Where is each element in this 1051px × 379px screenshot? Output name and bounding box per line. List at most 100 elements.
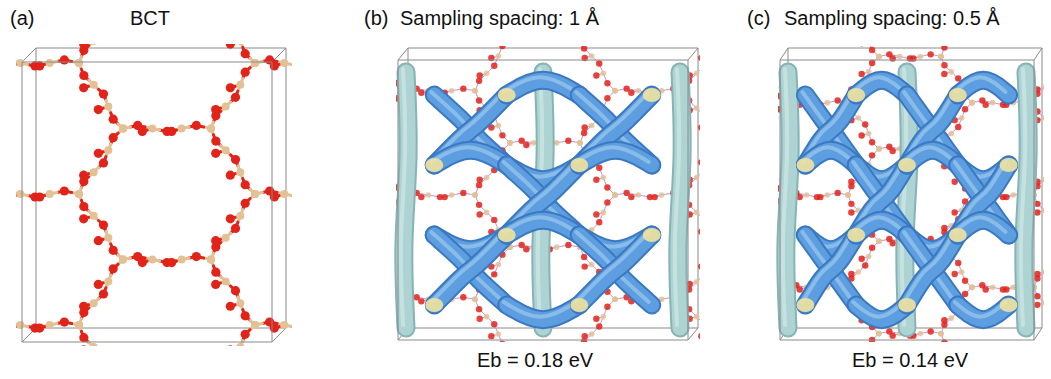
atom [484,175,490,181]
atom [472,88,478,94]
atom [418,298,424,304]
atom [496,123,502,129]
atom [796,286,802,292]
atom [523,246,529,252]
diffusion-tube-highlight [576,232,649,302]
diffusion-tube [907,235,958,305]
junction-region [847,228,865,242]
atom [79,83,88,92]
crystal-panel [52,0,1038,379]
atom [698,229,700,235]
atom [694,105,700,111]
diffusion-tube [579,235,652,305]
atom [869,47,875,53]
atom [1042,115,1044,121]
atom [79,44,88,49]
atom [16,59,24,67]
atom [862,121,868,127]
atom [484,314,490,320]
cell-box-edge [272,62,273,342]
diffusion-tube [805,235,856,305]
atom [612,192,618,198]
junction-region [498,88,516,102]
atom [804,192,810,198]
atom [472,192,478,198]
atom [222,146,230,154]
atom [969,285,975,291]
cell-box-edge [1034,60,1035,340]
atom [876,146,882,152]
atom [1042,269,1044,275]
junction-region [796,298,814,312]
atom [251,321,259,329]
atom [778,115,779,121]
atom [226,83,235,92]
diffusion-tube-highlight [431,232,504,302]
junction-region [425,158,443,172]
atom [523,142,529,148]
atom [694,210,700,216]
atom [167,258,176,267]
atom [491,217,497,223]
atom [612,88,618,94]
cell-box-edge [788,48,1042,49]
atom [889,240,895,246]
atom [778,177,779,183]
atom [104,103,112,111]
atom [90,168,98,176]
atom [241,180,250,189]
atom [222,103,230,111]
atom [251,321,259,329]
energy-barrier: Eb = 0.18 eV [475,348,595,372]
atom [577,140,583,146]
atom [472,296,478,302]
atom [593,72,599,78]
atom [876,54,882,60]
atom [280,321,288,329]
atom [236,299,244,307]
atom [280,59,288,67]
cell-box-edge [36,328,286,329]
atom [941,62,947,68]
atom [698,55,700,61]
junction-region [643,88,661,102]
junction-region [425,298,443,312]
atom [897,54,903,60]
cell-box-edge [688,48,698,60]
atom [581,263,587,269]
atom [90,343,98,346]
atom [601,314,607,320]
atom [949,69,955,75]
atom [876,238,882,244]
atom [251,190,259,198]
atom [211,280,220,289]
atom [60,55,69,64]
atom [476,211,482,217]
diffusion-tube-highlight [576,232,649,302]
atom [192,252,201,261]
atom [866,131,872,137]
atom [35,61,44,70]
atom [222,277,230,285]
atom [698,263,700,269]
atom [581,46,587,52]
atom [16,321,24,329]
atom [876,331,882,337]
atom [694,279,700,285]
junction-region [643,228,661,242]
atom [869,244,875,250]
atom [75,59,83,67]
atom [178,124,186,132]
atom [1042,84,1044,90]
atom [472,88,478,94]
atom [951,209,957,215]
cell-box-edge [22,342,272,343]
atom [982,102,988,108]
atom [959,269,965,275]
crystal-structure [778,46,1044,342]
atom [231,93,240,102]
atom [612,296,618,302]
atom [109,115,118,124]
diffusion-tube-highlight [576,147,649,162]
atom [119,124,127,132]
